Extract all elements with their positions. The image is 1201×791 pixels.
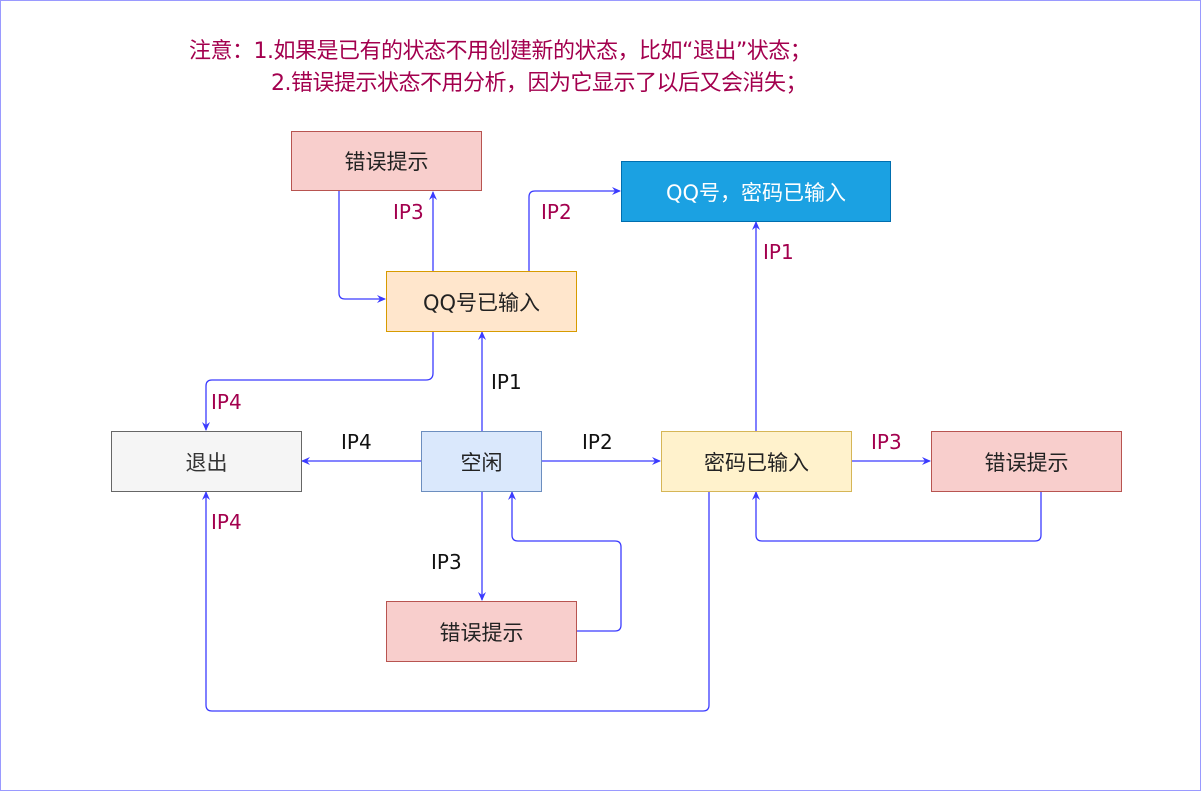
edge-label-qq-to-error: IP3 bbox=[393, 200, 424, 224]
node-error-top: 错误提示 bbox=[291, 131, 482, 191]
edge-label-pwd-to-error: IP3 bbox=[871, 430, 902, 454]
edge-label-pwd-to-exit: IP4 bbox=[211, 510, 242, 534]
edge-label-qq-to-full: IP2 bbox=[541, 200, 572, 224]
edge-qq-to-full bbox=[528, 187, 621, 271]
node-pwd-entered: 密码已输入 bbox=[661, 431, 852, 492]
edge-error-top-to-qq bbox=[338, 191, 386, 303]
edge-label-pwd-to-full: IP1 bbox=[763, 240, 794, 264]
edge-error-bottom-to-idle bbox=[508, 491, 622, 632]
edge-label-qq-to-exit: IP4 bbox=[211, 390, 242, 414]
node-idle: 空闲 bbox=[421, 431, 542, 492]
edge-error-right-to-pwd bbox=[752, 491, 1042, 542]
edge-pwd-to-exit bbox=[202, 491, 710, 712]
edge-label-idle-to-exit: IP4 bbox=[341, 430, 372, 454]
edge-label-idle-to-error: IP3 bbox=[431, 550, 462, 574]
node-error-right: 错误提示 bbox=[931, 431, 1122, 492]
edge-label-idle-to-qq: IP1 bbox=[491, 370, 522, 394]
note-line-2: 2.错误提示状态不用分析，因为它显示了以后又会消失； bbox=[271, 71, 808, 96]
node-qq-pwd-entered: QQ号，密码已输入 bbox=[621, 161, 891, 222]
node-qq-entered: QQ号已输入 bbox=[386, 271, 577, 332]
node-exit: 退出 bbox=[111, 431, 302, 492]
note-line-1: 注意：1.如果是已有的状态不用创建新的状态，比如“退出”状态； bbox=[189, 39, 812, 64]
edge-label-idle-to-pwd: IP2 bbox=[582, 430, 613, 454]
edge-qq-to-exit bbox=[202, 331, 434, 431]
node-error-bottom: 错误提示 bbox=[386, 601, 577, 662]
